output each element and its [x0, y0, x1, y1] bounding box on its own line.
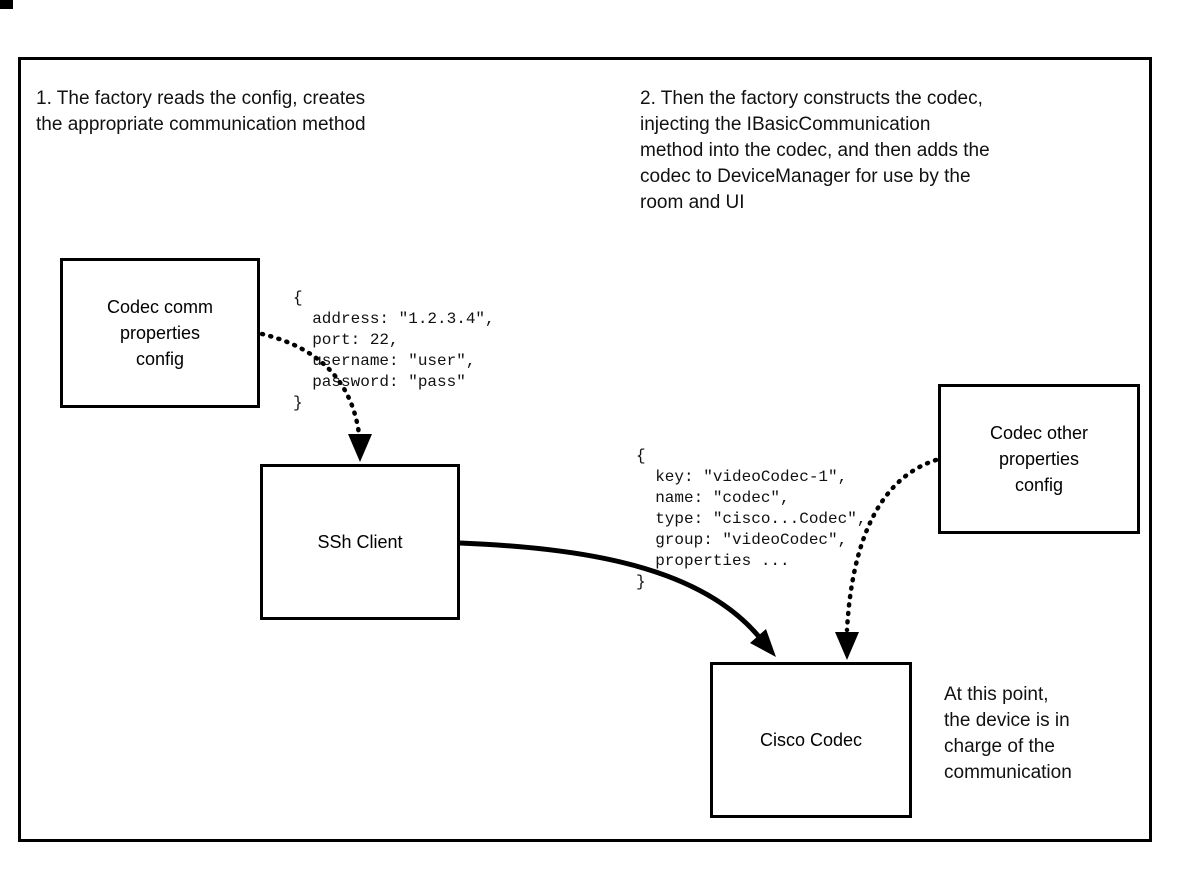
code-block-comm-properties: { address: "1.2.3.4", port: 22, username…	[293, 289, 495, 412]
node-label-cisco-codec: Cisco Codec	[759, 730, 863, 750]
annotation-step2: 2. Then the factory constructs the codec…	[640, 88, 990, 213]
code-block-codec-properties: { key: "videoCodec-1", name: "codec", ty…	[636, 447, 867, 591]
corner-artifact	[0, 0, 13, 9]
annotation-step1: 1. The factory reads the config, creates…	[36, 88, 366, 135]
node-label-ssh-client: SSh Client	[317, 532, 403, 552]
diagram-frame	[18, 57, 1152, 842]
annotation-final-note: At this point, the device is in charge o…	[944, 684, 1072, 783]
node-label-codec-other-properties-config: Codec other properties config	[989, 423, 1089, 495]
node-label-codec-comm-properties-config: Codec comm properties config	[106, 297, 214, 369]
node-codec-other-properties-config: Codec other properties config	[938, 384, 1140, 534]
node-cisco-codec: Cisco Codec	[710, 662, 912, 818]
node-codec-comm-properties-config: Codec comm properties config	[60, 258, 260, 408]
node-ssh-client: SSh Client	[260, 464, 460, 620]
